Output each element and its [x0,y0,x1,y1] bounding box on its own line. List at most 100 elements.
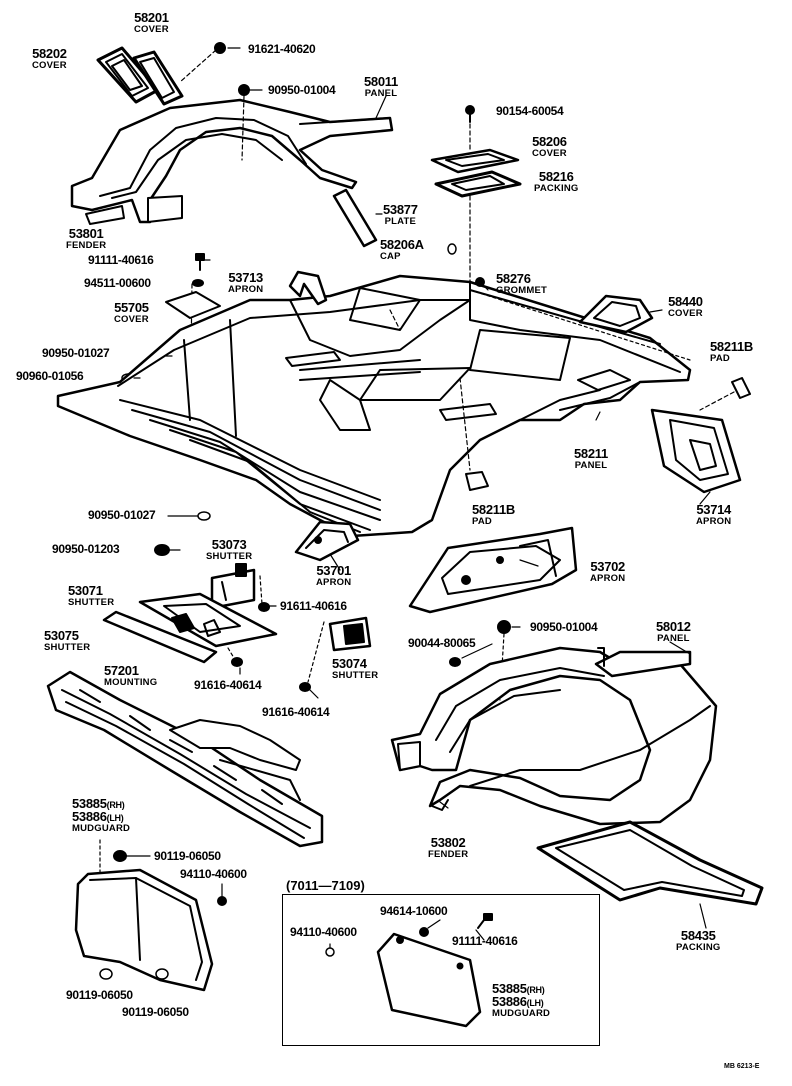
cap-58206A-shape [447,243,457,255]
pn-94511-00600: 94511-00600 [84,276,151,290]
nut-91616-40614-a [231,657,243,667]
pn-91111-40616-a: 91111-40616 [88,253,154,267]
mudguard-box-shape [376,932,482,1028]
packing-58435-shape [536,820,764,906]
cover-58440-shape [578,294,654,334]
leader-91616-b [307,621,325,683]
pn-90950-01027-a: 90950-01027 [42,346,110,360]
pn-90950-01027-b: 90950-01027 [88,508,156,522]
panel-rear-edge-dashed [469,289,691,361]
pn-90119-06050-b: 90119-06050 [66,988,133,1002]
bolt-90119-06050-b [99,968,113,980]
label-leader-lines [125,95,711,949]
cover-55705-shape [165,291,221,319]
pn-90044-80065: 90044-80065 [408,636,476,650]
leader-58211B-mid [459,377,471,471]
bolt-91621-40620 [214,42,241,54]
pad-58211B-mid-shape [465,471,489,491]
bolt-90119-06050-a [113,850,127,862]
pn-90119-06050-a: 90119-06050 [154,849,221,863]
leader-91611 [259,575,263,605]
pn-90119-06050-c: 90119-06050 [122,1005,189,1019]
leader-grommet-a-down [241,95,245,161]
pn-94110-40600-a: 94110-40600 [180,867,247,881]
cover-58202-shape [96,46,160,104]
nut-94110-40600-a [217,896,227,906]
clip-90044-80065 [449,657,461,667]
clip-90950-01027-b [197,511,211,521]
variant-sub-box [282,894,600,1046]
nut-91611-40616 [258,602,270,612]
pn-90950-01004-a: 90950-01004 [268,83,336,97]
pn-94614-10600: 94614-10600 [380,904,448,918]
pn-90950-01004-b: 90950-01004 [530,620,598,634]
bolt-91111-40616-a [195,253,205,271]
shutter-53071-shape [138,592,278,648]
grommet-90950-01004-b [497,620,511,634]
pn-90950-01203: 90950-01203 [52,542,120,556]
screw-90154-60054 [465,105,475,123]
apron-53702-shape [408,526,578,614]
nut-91616-40614-b [299,682,311,692]
leader-cap [389,309,401,331]
pn-91621-40620: 91621-40620 [248,42,316,56]
pad-58211B-right-shape [731,377,751,399]
fender-53801-shape [70,98,394,225]
pn-94110-40600-b: 94110-40600 [290,925,357,939]
mounting-57201-shape [46,670,324,848]
pn-90960-01056: 90960-01056 [16,369,84,383]
apron-53714-shape [650,408,742,494]
pn-91611-40616: 91611-40616 [280,599,347,613]
leader-pad-right [699,391,735,411]
fender-53802-shape [390,646,718,826]
pn-91616-40614-a: 91616-40614 [194,678,262,692]
pn-91616-40614-b: 91616-40614 [262,705,330,719]
packing-58216-shape [434,170,522,198]
grommet-90950-01004-a [238,84,250,96]
apron-53713-shape [288,270,328,306]
shutter-53073-shape [210,563,256,610]
washer-94511-00600 [192,279,204,287]
cover-58201-shape [132,50,184,106]
panel-58012-shape [594,647,692,678]
leader-91621 [179,49,217,83]
bolt-90119-06050-c [155,968,169,980]
leader-58435 [699,903,707,929]
shutter-53074-shape [328,616,372,652]
mudguard-main-shape [74,868,214,992]
cover-58206-shape [430,148,520,174]
shutter-53075-shape [102,610,218,664]
label-mudguard-main: 53885(RH) 53886(LH) MUDGUARD [72,796,131,834]
apron-53701-shape [294,520,360,562]
pn-90154-60054: 90154-60054 [496,104,564,118]
nut-94614-10600 [419,927,429,937]
sub-box-title: (7011—7109) [286,878,365,893]
leader-91616-a [227,647,235,659]
label-mudguard-box: 53885(RH) 53886(LH) MUDGUARD [492,981,551,1019]
